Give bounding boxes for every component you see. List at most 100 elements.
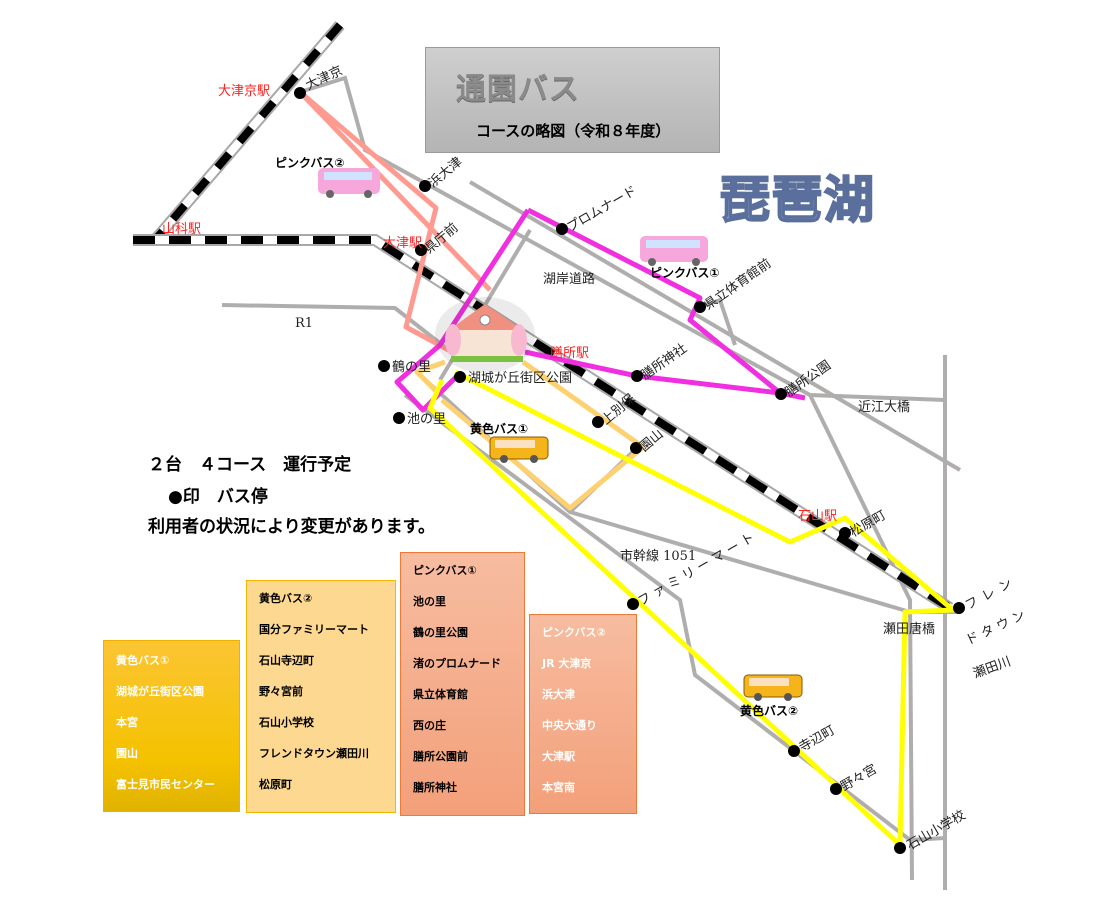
route-stop: 浜大津	[542, 688, 575, 701]
stop-dot	[775, 388, 787, 400]
route-stop: 園山	[116, 747, 138, 760]
bus-label: ピンクバス②	[275, 156, 345, 170]
stop-dot	[894, 842, 906, 854]
route-pink1	[526, 207, 806, 401]
route-stop: 野々宮前	[259, 685, 303, 698]
route-title: ピンクバス①	[413, 564, 477, 577]
pink-bus-icon	[318, 168, 380, 198]
lake-label: 琵琶湖	[719, 170, 876, 230]
route-yellow1	[414, 359, 446, 394]
stop-dot	[630, 442, 642, 454]
stop-label: 池の里	[407, 412, 446, 427]
route-stop: 本宮南	[542, 781, 575, 794]
route-stop: フレンドタウン瀬田川	[259, 747, 369, 760]
stop-label: 野々宮	[838, 761, 880, 794]
note-line: ２台 ４コース 運行予定	[148, 455, 352, 475]
road	[808, 394, 914, 881]
stop-label: 鶴の里	[392, 359, 431, 375]
road-label: 瀬田唐橋	[883, 621, 935, 637]
stop-dot	[419, 180, 431, 192]
road-label: 市幹線 1051	[620, 548, 696, 564]
road-label: 近江大橋	[858, 400, 910, 415]
stop-label: 湖城が丘街区公園	[468, 371, 572, 386]
bus-stops	[294, 87, 965, 854]
road-label: R1	[295, 316, 313, 331]
yellow-bus-icon	[489, 436, 549, 463]
stop-label: ドタウン	[963, 606, 1031, 648]
route-stop: 西の庄	[413, 719, 446, 732]
stop-label: 寺辺町	[797, 723, 838, 755]
stop-label: 県立体育館前	[701, 255, 774, 313]
station-label: 大津駅	[383, 236, 422, 251]
bus-label: 黄色バス①	[470, 421, 528, 436]
stop-dot	[788, 745, 800, 757]
railways	[133, 21, 954, 614]
route-box-yellow2: 黄色バス② 国分ファミリーマート 石山寺辺町 野々宮前 石山小学校 フレンドタウ…	[246, 580, 396, 813]
station-label: 山科駅	[162, 222, 201, 237]
route-stop: JR 大津京	[542, 657, 592, 670]
route-stop: 湖城が丘街区公園	[116, 685, 204, 698]
title-box: 通園バス コースの略図（令和８年度）	[425, 47, 720, 153]
route-title: 黄色バス①	[116, 654, 170, 667]
route-stop: 渚のプロムナード	[413, 657, 501, 670]
route-stop: 鶴の里公園	[413, 626, 468, 639]
title-sub: コースの略図（令和８年度）	[476, 122, 671, 140]
route-stop: 膳所公園前	[413, 750, 468, 763]
station-label: 膳所駅	[550, 345, 589, 361]
route-stop: 大津駅	[542, 750, 575, 763]
stop-label: プロムナード	[565, 183, 640, 235]
stop-dot	[839, 527, 851, 539]
title-main: 通園バス	[456, 72, 580, 107]
school-icon	[435, 297, 535, 373]
bus-label: 黄色バス②	[740, 703, 798, 718]
stop-label: ファミリーマート	[636, 528, 761, 609]
route-box-pink2: ピンクバス② JR 大津京 浜大津 中央大通り 大津駅 本宮南	[529, 614, 637, 814]
road	[403, 393, 946, 843]
stop-dot	[415, 244, 427, 256]
route-box-pink1: ピンクバス① 池の里 鶴の里公園 渚のプロムナード 県立体育館 西の庄 膳所公園…	[400, 552, 525, 816]
route-pink2	[298, 90, 458, 357]
stop-dot	[294, 87, 306, 99]
route-stop: 石山寺辺町	[259, 654, 314, 667]
stop-dot	[592, 416, 604, 428]
route-stop: 膳所神社	[413, 781, 457, 794]
station-label: 大津京駅	[218, 84, 270, 99]
route-title: ピンクバス②	[542, 626, 606, 639]
route-stop: 本宮	[116, 716, 138, 729]
route-stop: 中央大通り	[542, 719, 597, 732]
road	[221, 303, 457, 357]
stop-dot	[627, 598, 639, 610]
note-line: 利用者の状況により変更があります。	[148, 517, 435, 537]
road	[699, 297, 737, 346]
route-stop: 石山小学校	[259, 716, 314, 729]
stop-dot	[631, 370, 643, 382]
stop-dot	[454, 371, 466, 383]
stop-dot	[953, 602, 965, 614]
route-title: 黄色バス②	[259, 592, 313, 605]
note-line: ●印 バス停	[168, 487, 268, 507]
yellow-bus-icon	[743, 674, 803, 701]
route-box-yellow1: 黄色バス① 湖城が丘街区公園 本宮 園山 富士見市民センター	[103, 640, 240, 812]
route-yellow2	[427, 369, 956, 848]
stop-dot	[393, 412, 405, 424]
stop-label: 石山小学校	[904, 807, 968, 853]
road-label: 瀬田川	[971, 654, 1013, 681]
stop-dot	[694, 301, 706, 313]
road	[468, 180, 962, 472]
route-stop: 池の里	[413, 595, 446, 608]
bus-label: ピンクバス①	[650, 266, 720, 280]
station-label: 石山駅	[798, 509, 837, 524]
stop-dot	[378, 360, 390, 372]
route-stop: 国分ファミリーマート	[259, 623, 369, 636]
route-stop: 松原町	[259, 778, 292, 791]
railway-tokaido	[133, 234, 954, 614]
stop-label: フレン	[963, 574, 1020, 614]
stop-label: 浜大津	[426, 154, 466, 191]
stop-dot	[830, 783, 842, 795]
route-stop: 富士見市民センター	[116, 778, 215, 791]
pink-bus-icon	[640, 236, 708, 266]
route-pink2	[298, 90, 492, 292]
route-stop: 県立体育館	[413, 688, 468, 701]
road-label: 湖岸道路	[543, 271, 595, 287]
